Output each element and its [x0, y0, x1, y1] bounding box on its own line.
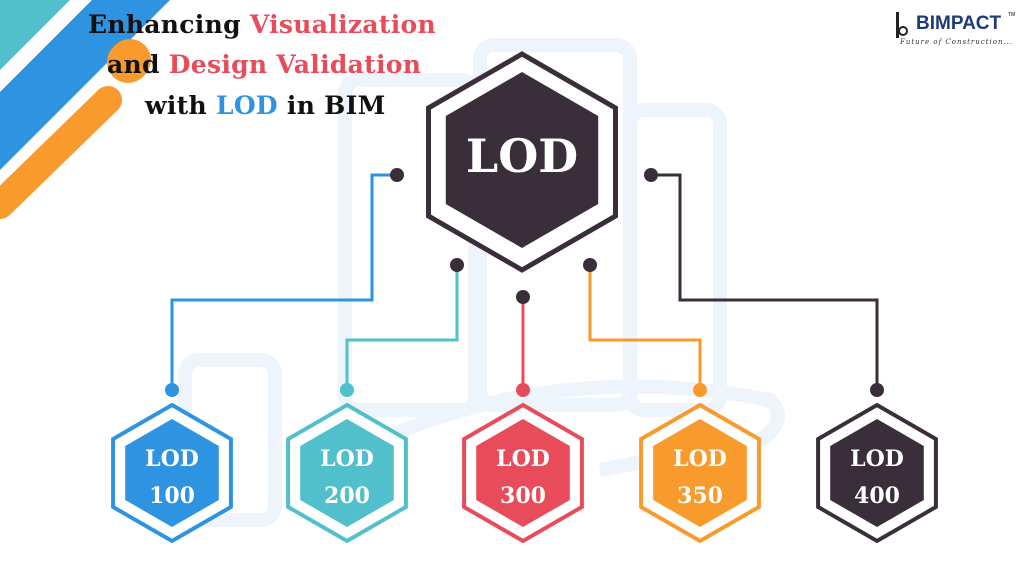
orange-dot	[107, 39, 151, 83]
lod-200-badge: LOD 200	[286, 402, 408, 544]
hexagons: LOD LOD 100 LOD 200 LOD 300 LOD 350 LOD 400	[111, 51, 938, 544]
teal-stripe	[0, 0, 70, 70]
bimpact-logo: BIMPACT TM Future of Construction...	[890, 10, 1020, 50]
connector-end-dot	[693, 383, 707, 397]
logo-tagline: Future of Construction...	[900, 38, 1014, 46]
hand-outline	[377, 379, 785, 477]
badge-fill	[653, 419, 747, 527]
connectors	[165, 168, 884, 397]
badge-label-lod: LOD	[673, 446, 727, 472]
badge-label-level: 100	[149, 483, 195, 509]
connector-start-dot	[450, 258, 464, 272]
connector-end-dot	[516, 383, 530, 397]
orange-stripe	[0, 86, 122, 219]
connector-line-lod-400	[651, 173, 879, 390]
badge-fill	[830, 419, 924, 527]
badge-label-lod: LOD	[320, 446, 374, 472]
badge-label-lod: LOD	[850, 446, 904, 472]
lod-100-badge: LOD 100	[111, 402, 233, 544]
building-outline	[623, 103, 727, 417]
badge-label-level: 200	[324, 483, 370, 509]
badge-label-level: 400	[854, 483, 900, 509]
badge-label-lod: LOD	[496, 446, 550, 472]
logo-tm: TM	[1008, 12, 1016, 18]
badge-fill	[125, 419, 219, 527]
center-label: LOD	[466, 129, 578, 183]
logo-mark-icon	[896, 12, 908, 38]
corner-stripes	[0, 0, 170, 219]
connector-end-dot	[340, 383, 354, 397]
lod-350-badge: LOD 350	[639, 402, 761, 544]
badge-label-level: 350	[677, 483, 723, 509]
connector-line-lod-200	[345, 265, 459, 388]
connector-end-dot	[165, 383, 179, 397]
title-line-3: with LOD in BIM	[145, 91, 386, 120]
logo-name: BIMPACT	[916, 13, 1002, 34]
connector-start-dot	[390, 168, 404, 182]
lod-400-badge: LOD 400	[816, 402, 938, 544]
title-line-2: and Design Validation	[107, 50, 422, 79]
connector-start-dot	[516, 290, 530, 304]
connector-line-lod-350	[588, 265, 702, 388]
title-line-1: Enhancing Visualization	[88, 10, 436, 39]
connector-start-dot	[583, 258, 597, 272]
connector-end-dot	[870, 383, 884, 397]
badge-fill	[476, 419, 570, 527]
lod-300-badge: LOD 300	[462, 402, 584, 544]
connector-line-lod-100	[170, 173, 397, 390]
badge-label-lod: LOD	[145, 446, 199, 472]
badge-label-level: 300	[500, 483, 546, 509]
badge-fill	[300, 419, 394, 527]
center-hex	[445, 72, 599, 248]
connector-start-dot	[644, 168, 658, 182]
